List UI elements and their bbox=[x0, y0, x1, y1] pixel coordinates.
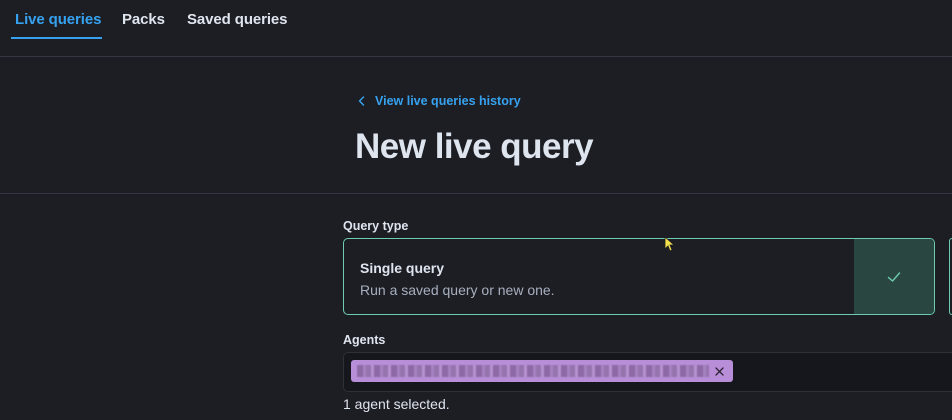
agents-selected-count: 1 agent selected. bbox=[343, 396, 450, 412]
single-query-title: Single query bbox=[360, 260, 445, 276]
next-query-option[interactable] bbox=[949, 238, 952, 315]
tab-live-queries[interactable]: Live queries bbox=[15, 11, 102, 28]
selected-check-panel[interactable] bbox=[854, 239, 934, 314]
agents-label: Agents bbox=[343, 333, 386, 347]
top-tabs: Live queries Packs Saved queries bbox=[0, 0, 952, 57]
tab-saved-queries[interactable]: Saved queries bbox=[187, 11, 288, 28]
check-icon bbox=[887, 271, 901, 282]
view-history-link[interactable]: View live queries history bbox=[356, 93, 521, 109]
chevron-left-icon bbox=[356, 94, 368, 108]
agent-pill[interactable] bbox=[351, 360, 733, 382]
tab-packs[interactable]: Packs bbox=[122, 11, 165, 28]
active-tab-indicator bbox=[11, 37, 102, 39]
single-query-option[interactable]: Single query Run a saved query or new on… bbox=[343, 238, 935, 315]
view-history-label: View live queries history bbox=[375, 94, 521, 108]
agent-pill-label-redacted bbox=[357, 365, 709, 377]
mouse-cursor-icon bbox=[664, 236, 674, 252]
page-header bbox=[0, 57, 952, 194]
close-icon[interactable] bbox=[714, 366, 725, 377]
query-type-label: Query type bbox=[343, 219, 409, 233]
single-query-description: Run a saved query or new one. bbox=[360, 282, 555, 298]
page-title: New live query bbox=[355, 127, 594, 166]
